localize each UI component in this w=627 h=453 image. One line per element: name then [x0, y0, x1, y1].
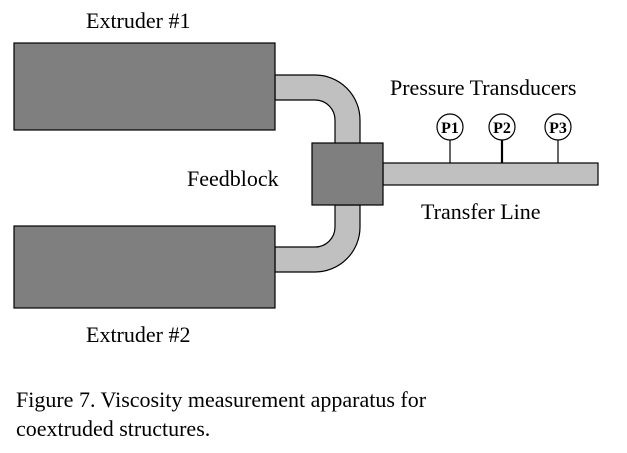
lower-pipe [274, 204, 361, 273]
transducer-p3 [544, 113, 572, 141]
transducer-p2 [488, 113, 516, 141]
extruder-2 [13, 225, 276, 309]
transducer-p1-label: P1 [441, 120, 459, 137]
feedblock-label: Feedblock [187, 166, 279, 191]
pressure-transducers-label: Pressure Transducers [390, 75, 576, 100]
transducer-p3-label: P3 [549, 120, 567, 137]
extruder-1-label: Extruder #1 [86, 8, 190, 33]
transfer-line-label: Transfer Line [421, 199, 541, 224]
upper-pipe [274, 74, 361, 146]
feedblock [311, 142, 384, 206]
transducer-p2-label: P2 [493, 120, 511, 137]
transducer-p1 [436, 113, 464, 141]
extruder-1 [13, 42, 276, 131]
transfer-line [382, 162, 599, 186]
figure-caption: Figure 7. Viscosity measurement apparatu… [16, 385, 616, 443]
caption-line-2: coextruded structures. [16, 416, 211, 441]
caption-line-1: Figure 7. Viscosity measurement apparatu… [16, 387, 427, 412]
extruder-2-label: Extruder #2 [86, 322, 190, 347]
